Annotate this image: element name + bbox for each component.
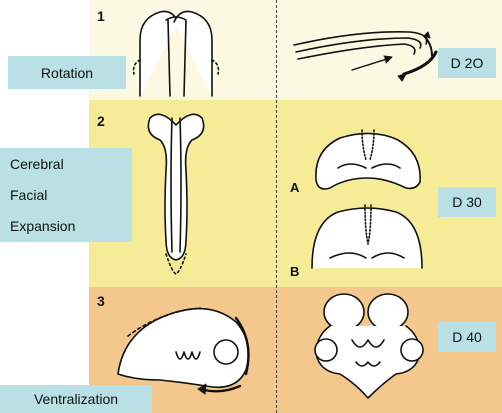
- day-label-30: D 30: [438, 187, 496, 217]
- view-b-label: B: [290, 264, 300, 279]
- facial-text: Facial: [10, 186, 48, 203]
- head-frontal-b-drawing: [311, 204, 423, 269]
- day-label-20: D 2O: [438, 48, 496, 78]
- cerebral-facial-expansion-label: Cerebral Facial Expansion: [0, 148, 132, 242]
- frontal-face-drawing: [314, 293, 424, 399]
- stage-2-number: 2: [97, 113, 105, 129]
- day-label-40: D 40: [438, 322, 496, 352]
- column-divider: [276, 0, 277, 413]
- stage-3-number: 3: [97, 293, 105, 309]
- lateral-embryo-drawing: [117, 307, 250, 395]
- rotation-curves-drawing: [293, 30, 438, 82]
- expansion-text: Expansion: [10, 218, 76, 235]
- head-frontal-a-drawing: [315, 129, 421, 190]
- stage-1-number: 1: [97, 8, 105, 24]
- rotation-label: Rotation: [8, 56, 126, 89]
- view-a-label: A: [290, 180, 300, 195]
- ventralization-label: Ventralization: [0, 385, 152, 413]
- elongated-embryo-drawing: [147, 113, 205, 275]
- cerebral-text: Cerebral: [10, 155, 64, 172]
- neural-plate-drawing: [132, 10, 220, 97]
